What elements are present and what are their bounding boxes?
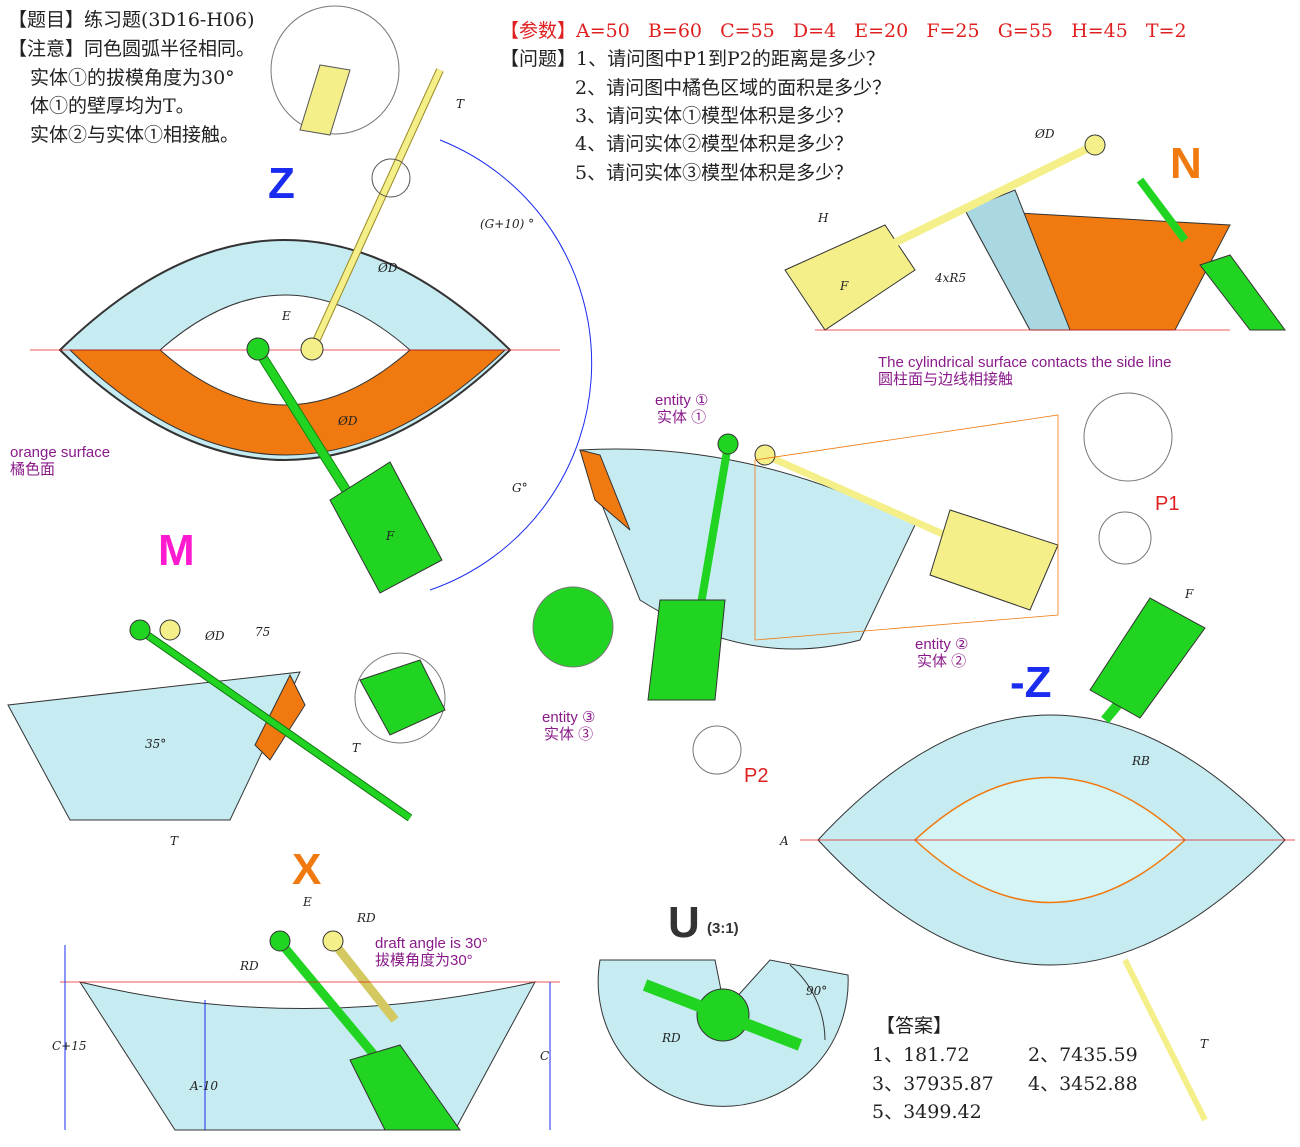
view-negz-drawing	[800, 597, 1295, 1122]
draft-cn: 拔模角度为30°	[375, 952, 473, 969]
dim-phid-3: ØD	[1034, 127, 1055, 141]
question-1: 【问题】1、请问图中P1到P2的距离是多少？	[500, 45, 885, 74]
question-5: 5、请问实体③模型体积是多少？	[575, 162, 854, 184]
note-line-2: 体①的壁厚均为T。	[30, 95, 195, 117]
dim-e-2: E	[302, 895, 312, 909]
answer-2: 2、7435.59	[1028, 1044, 1138, 1066]
dim-phid-4: ØD	[204, 629, 225, 643]
dim-t-3: T	[170, 834, 179, 848]
entity1-cn: 实体 ①	[657, 409, 706, 426]
view-label-n: N	[1170, 139, 1202, 188]
contact-en: The cylindrical surface contacts the sid…	[878, 354, 1171, 371]
note-line-1: 实体①的拔模角度为30°	[30, 67, 235, 89]
questions-label: 【问题】	[500, 48, 577, 70]
dim-c: C	[540, 1049, 549, 1063]
dim-rd-2: RD	[239, 959, 259, 973]
dim-h: H	[817, 211, 829, 225]
view-label-z: Z	[268, 159, 295, 208]
contact-cn: 圆柱面与边线相接触	[878, 371, 1013, 388]
note-line-3: 实体②与实体①相接触。	[30, 124, 240, 146]
view-x-drawing	[60, 930, 560, 1131]
dim-t-4: T	[1200, 1037, 1209, 1051]
dim-rb: RB	[1131, 754, 1150, 768]
dim-75: 75	[255, 625, 270, 639]
dim-g: G°	[512, 481, 528, 495]
answer-5: 5、3499.42	[872, 1101, 982, 1123]
entity3-en: entity ③	[542, 709, 595, 726]
question-2: 2、请问图中橘色区域的面积是多少？	[575, 77, 892, 99]
dim-t-2: T	[352, 741, 361, 755]
entity2-en: entity ②	[915, 636, 968, 653]
dim-t-1: T	[456, 97, 465, 111]
p1-label: P1	[1155, 493, 1179, 515]
dim-rd-3: RD	[661, 1031, 681, 1045]
view-n-drawing	[784, 134, 1286, 331]
draft-en: draft angle is 30°	[375, 935, 488, 952]
dim-phid-2: ØD	[337, 414, 358, 428]
view-u-drawing	[597, 959, 849, 1107]
dim-90: 90°	[806, 984, 827, 998]
question-3: 3、请问实体①模型体积是多少？	[575, 105, 854, 127]
answer-3: 3、37935.87	[872, 1073, 994, 1095]
view-z-drawing	[30, 5, 593, 594]
p2-label: P2	[744, 765, 768, 787]
dim-f-2: F	[839, 279, 849, 293]
answers-label: 【答案】	[876, 1015, 953, 1037]
entity2-cn: 实体 ②	[917, 653, 966, 670]
view-iso-drawing	[532, 392, 1173, 775]
dim-e-1: E	[281, 309, 291, 323]
question-text: 1、请问图中P1到P2的距离是多少？	[576, 48, 885, 70]
view-m-drawing	[7, 619, 446, 822]
dim-g10: (G+10) °	[480, 217, 534, 231]
params: 【参数】A=50 B=60 C=55 D=4 E=20 F=25 G=55 H=…	[500, 17, 1187, 46]
answer-1: 1、181.72	[872, 1044, 970, 1066]
dim-f-1: F	[385, 529, 395, 543]
dim-c15: C+15	[52, 1039, 87, 1053]
dim-phid-1: ØD	[377, 261, 398, 275]
entity3-cn: 实体 ③	[544, 726, 593, 743]
answer-4: 4、3452.88	[1028, 1073, 1138, 1095]
question-4: 4、请问实体②模型体积是多少？	[575, 133, 854, 155]
entity1-en: entity ①	[655, 392, 708, 409]
dim-f-3: F	[1184, 587, 1194, 601]
dim-35: 35°	[145, 737, 166, 751]
view-u-scale: (3:1)	[707, 920, 739, 937]
view-label-neg-z: -Z	[1010, 658, 1052, 707]
note-label: 【注意】同色圆弧半径相同。	[8, 38, 256, 60]
dim-a: A	[779, 834, 789, 848]
dim-rd-1: RD	[356, 911, 376, 925]
view-label-u: U	[668, 898, 700, 947]
title: 【题目】练习题(3D16-H06)	[8, 9, 255, 31]
params-label: 【参数】	[500, 20, 577, 42]
orange-surface-en: orange surface	[10, 444, 110, 461]
orange-surface-cn: 橘色面	[10, 461, 55, 478]
params-values: A=50 B=60 C=55 D=4 E=20 F=25 G=55 H=45 T…	[576, 20, 1187, 42]
dim-r5: 4xR5	[934, 271, 966, 285]
dim-a10: A-10	[189, 1079, 218, 1093]
view-label-m: M	[158, 526, 195, 575]
view-label-x: X	[292, 845, 321, 894]
